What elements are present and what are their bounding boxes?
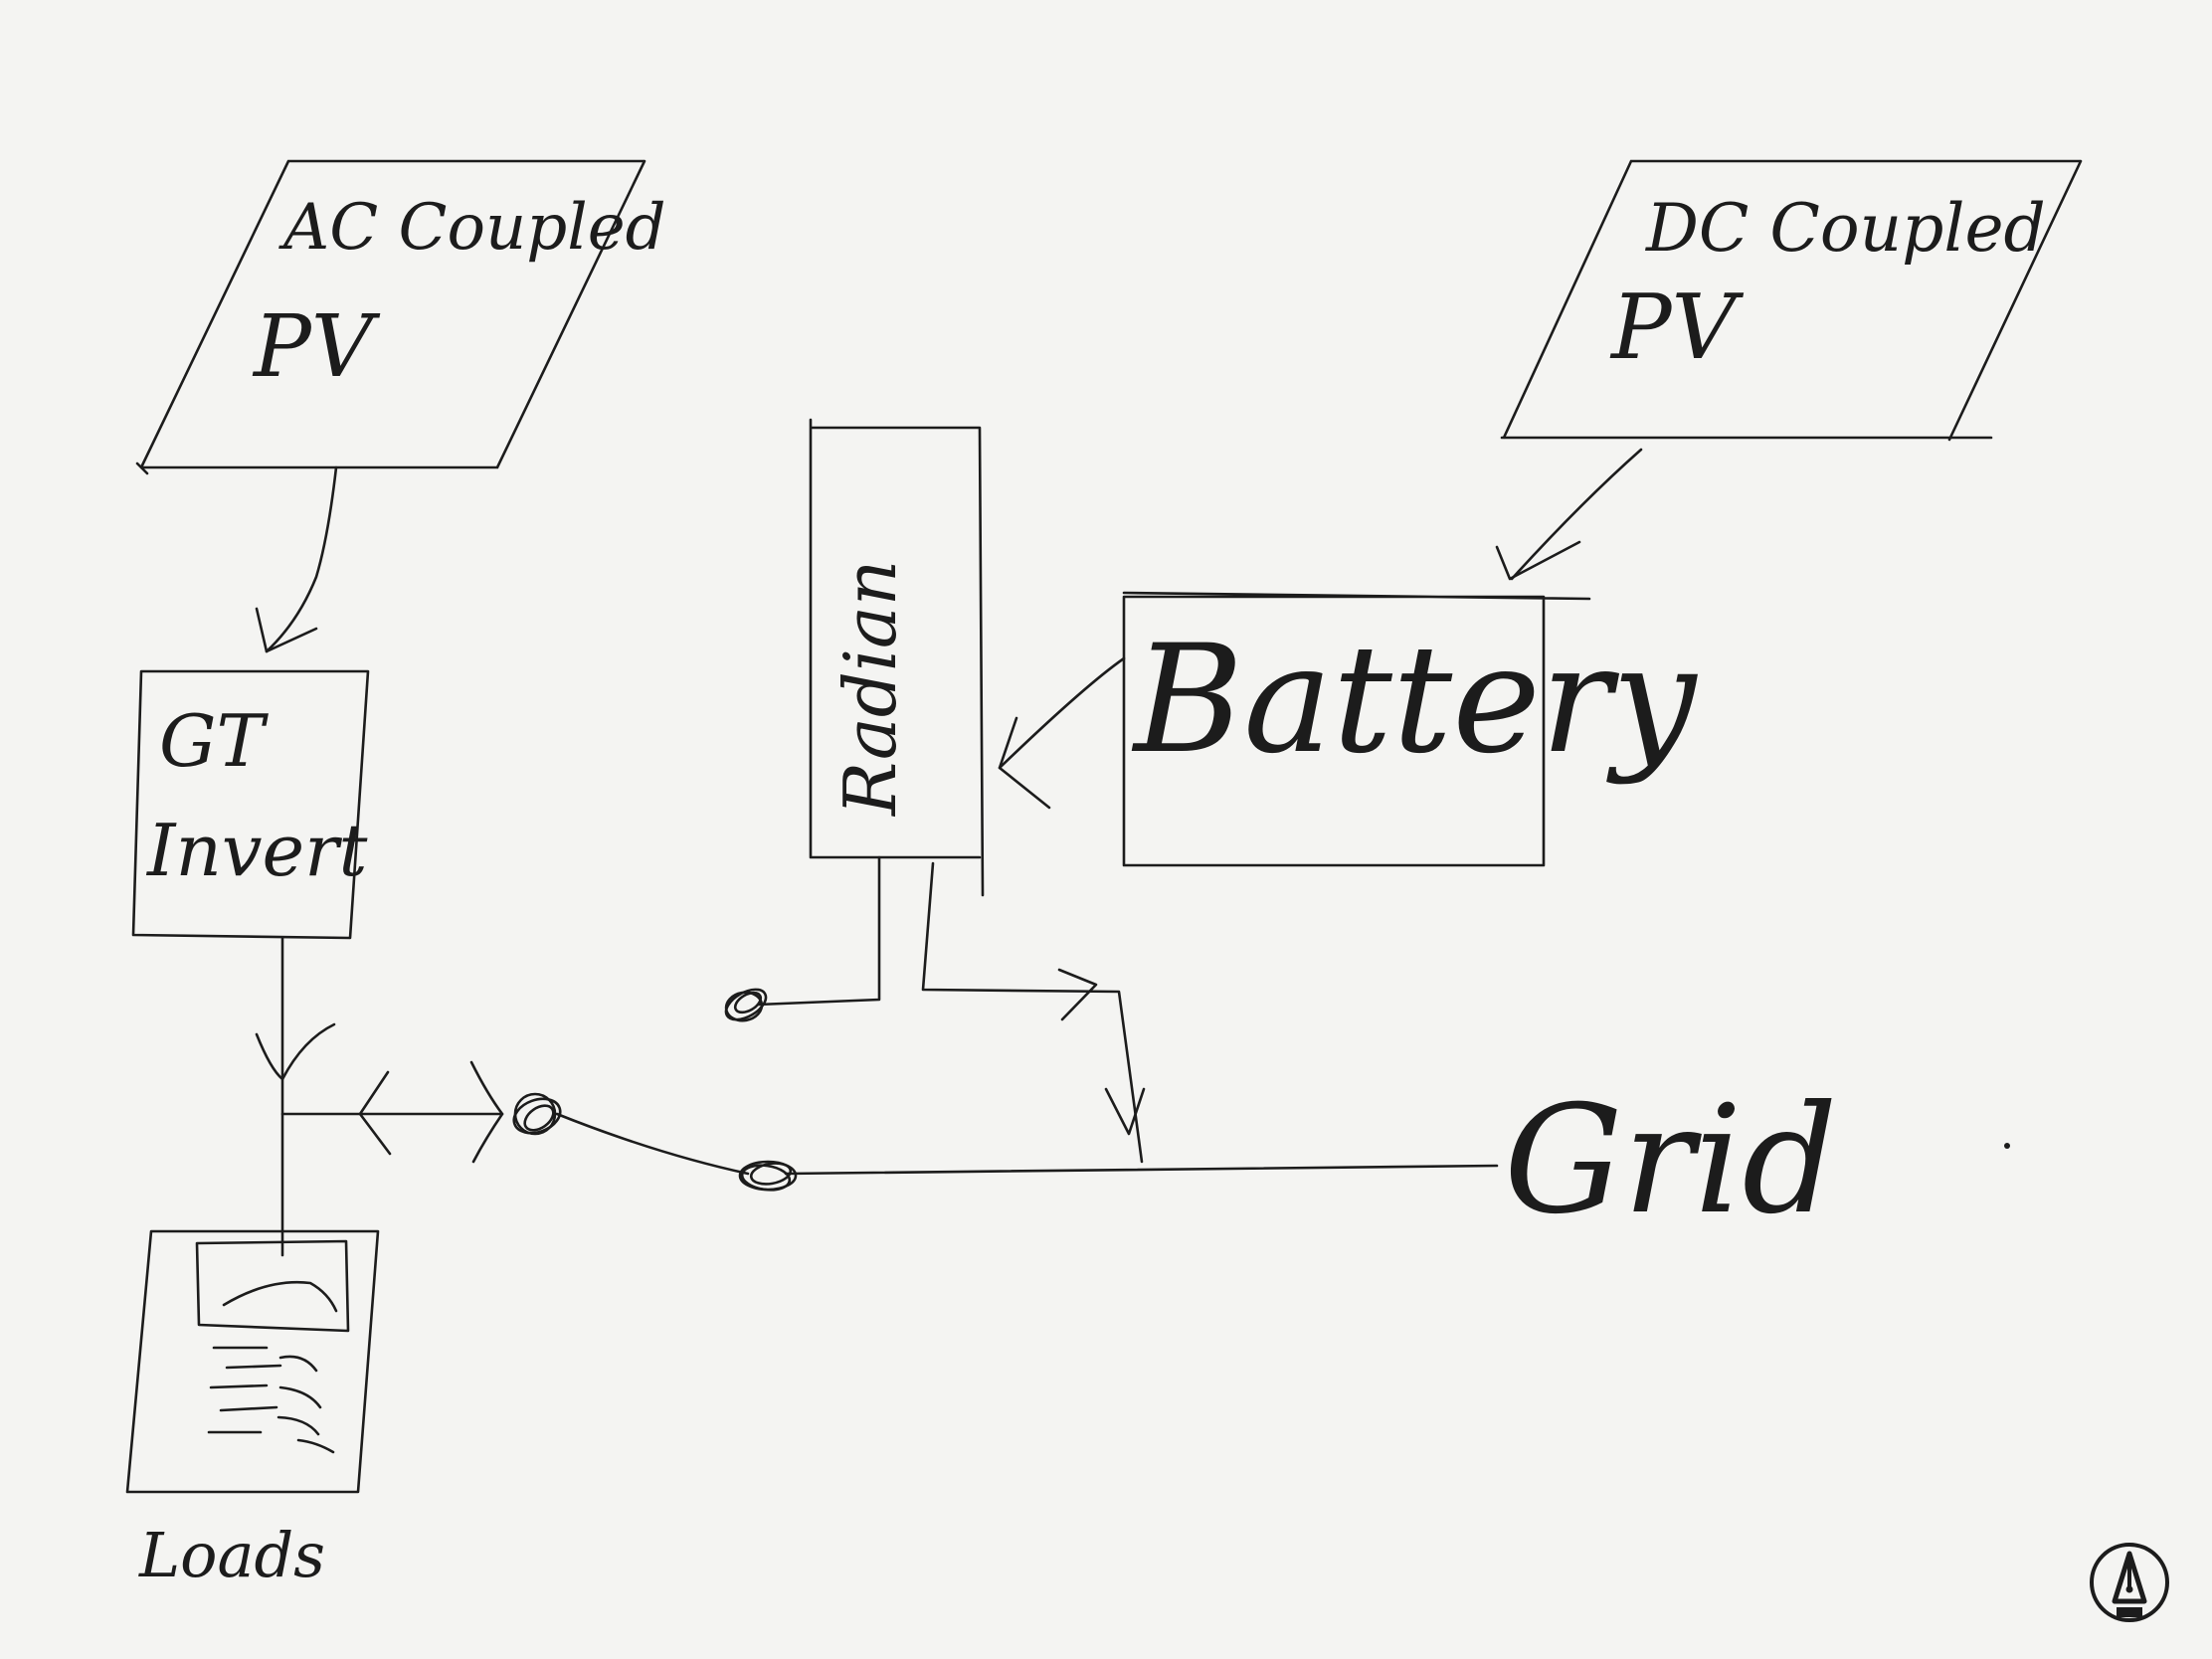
radian-ac-wiring: [756, 855, 1146, 1164]
gt-inverter-box: GT Invert: [131, 669, 370, 940]
wire-nut-bottom: [738, 1160, 798, 1192]
battery-label: Battery: [1131, 614, 1699, 787]
loads-label: Loads: [138, 1519, 325, 1591]
loads-panel: Loads: [125, 1229, 380, 1591]
battery-box: Battery: [1122, 591, 1699, 867]
grid-label: Grid: [1504, 1074, 1838, 1247]
battery-to-radian-arrow: [998, 656, 1126, 810]
dc-pv-label-line2: PV: [1609, 276, 1745, 380]
radian-box: Radian: [809, 418, 985, 897]
wire-nut-top: [724, 988, 768, 1022]
ac-coupled-pv-panel: AC Coupled PV: [135, 159, 666, 475]
dc-pv-to-battery-arrow: [1495, 448, 1643, 581]
gt-inverter-label-line2: Invert: [145, 809, 369, 892]
ac-pv-label-line2: PV: [252, 297, 381, 397]
pen-nib-icon: [2090, 1543, 2169, 1622]
dc-pv-label-line1: DC Coupled: [1645, 190, 2046, 267]
dc-coupled-pv-panel: DC Coupled PV: [1500, 159, 2083, 442]
ac-pv-label-line1: AC Coupled: [278, 191, 666, 265]
pen-tool-button[interactable]: [2087, 1540, 2172, 1625]
stray-dot: [2004, 1143, 2010, 1149]
inverter-output-line: [255, 936, 504, 1257]
radian-label: Radian: [829, 560, 912, 818]
wire-nut-left: [512, 1092, 562, 1136]
grid-line: Grid: [555, 1074, 1838, 1247]
ac-pv-to-inverter-arrow: [255, 465, 338, 653]
gt-inverter-label-line1: GT: [159, 699, 270, 783]
